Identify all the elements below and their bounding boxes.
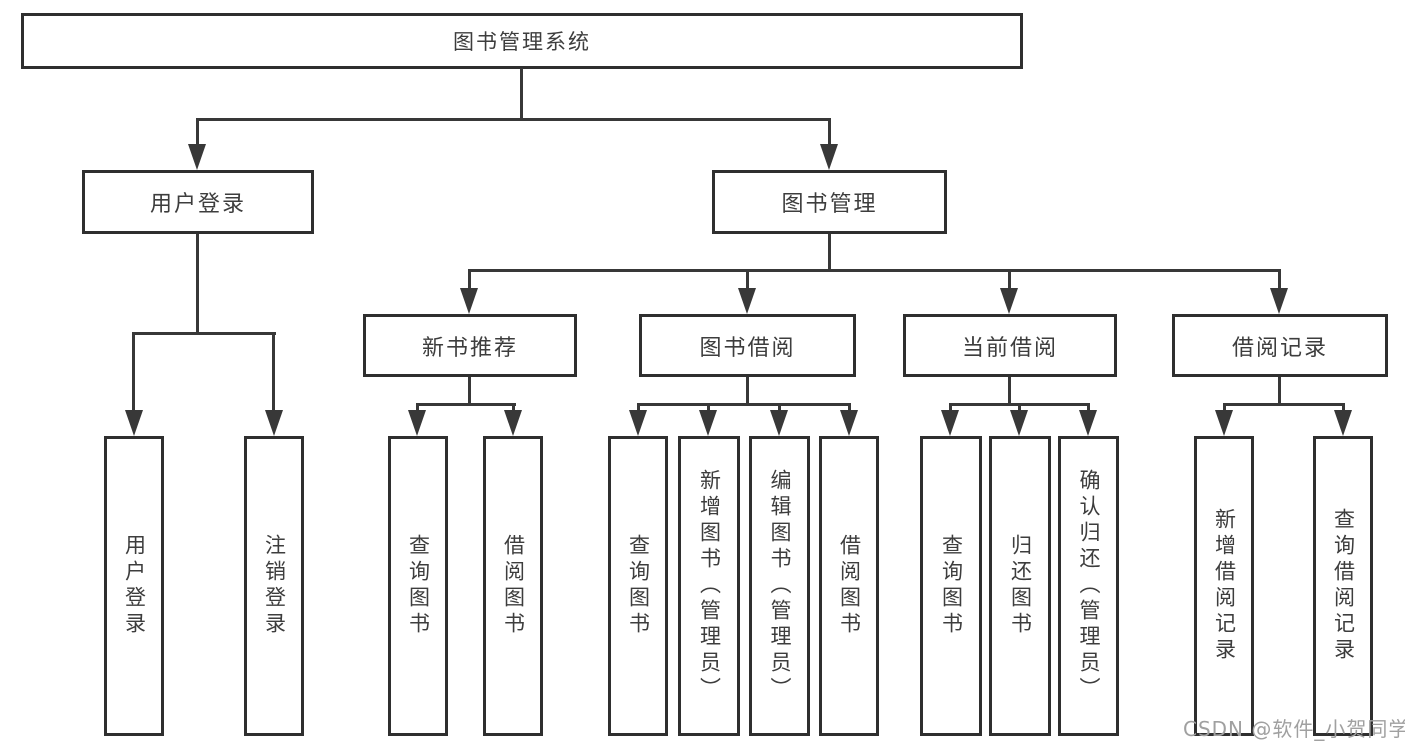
leaf-bb-add-book-admin: 新增图书（管理员） [678, 436, 740, 736]
connector-current-borrow-stem [1008, 377, 1011, 405]
leaf-bb-borrow-book: 借阅图书 [819, 436, 879, 736]
connector-rec-query-drop [416, 403, 419, 413]
leaf-br-add-record: 新增借阅记录 [1194, 436, 1254, 736]
connector-new-rec-hline [416, 403, 516, 406]
leaf-cb-confirm-return-admin-label: 确认归还（管理员） [1077, 469, 1101, 703]
connector-user-login-stem [196, 234, 199, 334]
connector-bb-edit-drop [778, 403, 781, 413]
arrowhead-current-borrow [1000, 288, 1018, 314]
connector-new-rec-stem [468, 377, 471, 405]
connector-cb-return-drop [1018, 403, 1021, 413]
connector-book-borrow-hline [637, 403, 851, 406]
node-book-management-label: 图书管理 [781, 192, 878, 217]
arrowhead-br-add [1215, 410, 1233, 436]
arrowhead-cb-confirm [1079, 410, 1097, 436]
arrowhead-borrow-records [1270, 288, 1288, 314]
connector-book-mgmt-stem [828, 234, 831, 272]
node-book-management: 图书管理 [712, 170, 947, 234]
leaf-br-query-record: 查询借阅记录 [1313, 436, 1373, 736]
arrowhead-bb-add [699, 410, 717, 436]
arrowhead-cb-return [1010, 410, 1028, 436]
arrowhead-book-borrow [738, 288, 756, 314]
arrowhead-leaf-login [125, 410, 143, 436]
arrowhead-rec-query [408, 410, 426, 436]
connector-br-query-drop [1342, 403, 1345, 413]
leaf-bb-add-book-admin-label: 新增图书（管理员） [697, 469, 722, 703]
connector-borrow-records-stem [1278, 377, 1281, 405]
connector-cb-confirm-drop [1087, 403, 1090, 413]
node-borrow-records: 借阅记录 [1172, 314, 1388, 377]
connector-user-login-drop [196, 118, 199, 148]
arrowhead-cb-query [941, 410, 959, 436]
connector-borrow-records-hline [1223, 403, 1345, 406]
arrowhead-user-login [188, 144, 206, 170]
arrowhead-book-mgmt [820, 144, 838, 170]
leaf-cb-return-book: 归还图书 [989, 436, 1051, 736]
node-root-label: 图书管理系统 [453, 30, 591, 54]
leaf-cb-query-book: 查询图书 [920, 436, 982, 736]
connector-leaf-login-drop [132, 332, 135, 412]
connector-rec-borrow-drop [512, 403, 515, 413]
connector-bb-query-drop [637, 403, 640, 413]
connector-bb-borrow-drop [848, 403, 851, 413]
connector-level3-hline [468, 269, 1281, 272]
leaf-br-add-record-label: 新增借阅记录 [1212, 508, 1237, 664]
arrowhead-new-rec [460, 288, 478, 314]
connector-borrow-records-drop [1278, 271, 1281, 289]
arrowhead-bb-query [629, 410, 647, 436]
leaf-bb-query-book: 查询图书 [608, 436, 668, 736]
leaf-rec-query-book: 查询图书 [388, 436, 448, 736]
leaf-bb-edit-book-admin-label: 编辑图书（管理员） [768, 469, 792, 703]
leaf-bb-edit-book-admin: 编辑图书（管理员） [749, 436, 810, 736]
leaf-user-login: 用户登录 [104, 436, 164, 736]
node-book-borrow: 图书借阅 [639, 314, 856, 377]
csdn-watermark: CSDN @软件_小贺同学 [1183, 717, 1405, 741]
leaf-cb-return-book-label: 归还图书 [1008, 534, 1033, 638]
leaf-br-query-record-label: 查询借阅记录 [1331, 508, 1356, 664]
connector-cb-query-drop [949, 403, 952, 413]
arrowhead-br-query [1334, 410, 1352, 436]
node-new-book-recommend-label: 新书推荐 [421, 335, 518, 361]
leaf-rec-borrow-book: 借阅图书 [483, 436, 543, 736]
node-book-borrow-label: 图书借阅 [699, 335, 796, 361]
leaf-logout-label: 注销登录 [262, 534, 287, 638]
connector-book-mgmt-drop [828, 118, 831, 148]
leaf-cb-confirm-return-admin: 确认归还（管理员） [1058, 436, 1119, 736]
connector-book-borrow-drop [746, 271, 749, 289]
connector-root-stem [520, 68, 523, 120]
node-root: 图书管理系统 [21, 13, 1023, 69]
arrowhead-bb-edit [770, 410, 788, 436]
node-current-borrow: 当前借阅 [903, 314, 1117, 377]
connector-level2-hline [196, 118, 830, 121]
leaf-bb-query-book-label: 查询图书 [626, 534, 651, 638]
leaf-user-login-label: 用户登录 [122, 534, 147, 638]
connector-br-add-drop [1223, 403, 1226, 413]
arrowhead-leaf-logout [265, 410, 283, 436]
connector-user-login-hline [132, 332, 276, 335]
arrowhead-rec-borrow [504, 410, 522, 436]
connector-new-rec-drop [468, 271, 471, 289]
arrowhead-bb-borrow [840, 410, 858, 436]
leaf-cb-query-book-label: 查询图书 [939, 534, 964, 638]
leaf-bb-borrow-book-label: 借阅图书 [837, 534, 862, 638]
node-new-book-recommend: 新书推荐 [363, 314, 577, 377]
connector-current-borrow-drop [1008, 271, 1011, 289]
node-user-login-label: 用户登录 [149, 192, 246, 217]
leaf-logout: 注销登录 [244, 436, 304, 736]
leaf-rec-borrow-book-label: 借阅图书 [501, 534, 526, 638]
node-borrow-records-label: 借阅记录 [1231, 335, 1328, 361]
node-user-login: 用户登录 [82, 170, 314, 234]
leaf-rec-query-book-label: 查询图书 [406, 534, 431, 638]
connector-leaf-logout-drop [272, 332, 275, 412]
node-current-borrow-label: 当前借阅 [961, 335, 1058, 361]
connector-bb-add-drop [707, 403, 710, 413]
connector-book-borrow-stem [746, 377, 749, 405]
